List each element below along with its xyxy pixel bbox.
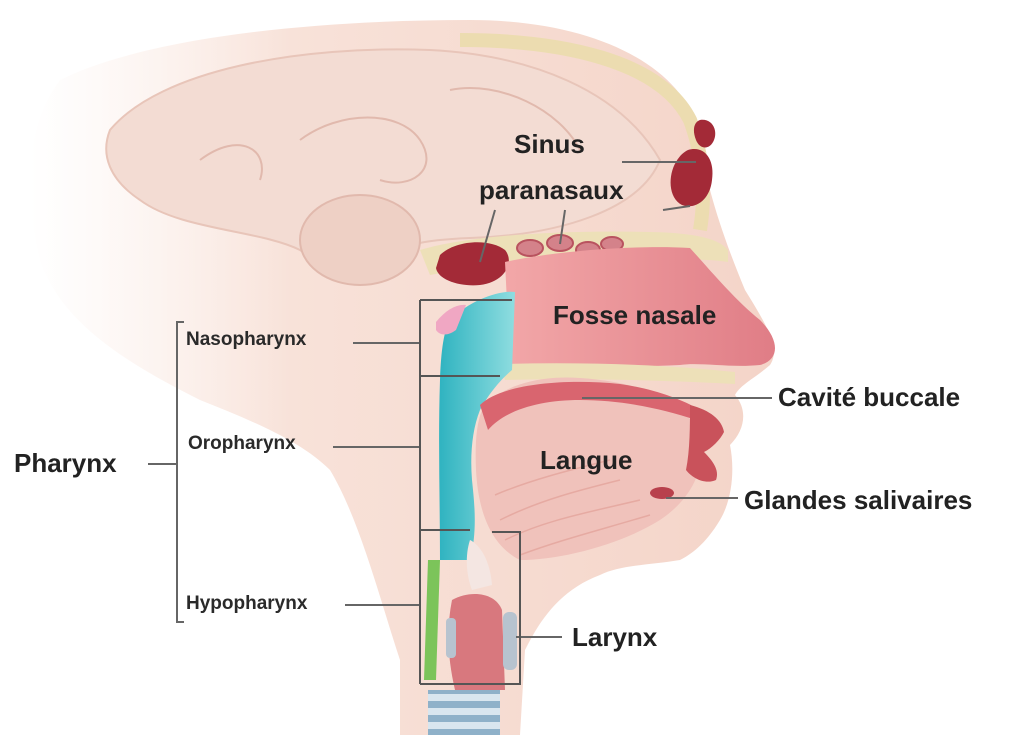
- sinus-label-line1: Sinus: [514, 131, 585, 157]
- fosse-nasale-label: Fosse nasale: [553, 302, 716, 328]
- nasopharynx-label: Nasopharynx: [186, 330, 306, 349]
- thyroid-cartilage: [503, 612, 517, 670]
- larynx-cartilage: [448, 594, 505, 690]
- glandes-salivaires-label: Glandes salivaires: [744, 487, 972, 513]
- langue-label: Langue: [540, 447, 632, 473]
- cavite-buccale-label: Cavité buccale: [778, 384, 960, 410]
- brain-stem: [300, 195, 420, 285]
- oropharynx-label: Oropharynx: [188, 434, 296, 453]
- trachea: [428, 690, 500, 735]
- pharynx-label: Pharynx: [14, 450, 117, 476]
- hypopharynx-label: Hypopharynx: [186, 594, 307, 613]
- sinus-label-line2: paranasaux: [479, 177, 624, 203]
- arytenoid: [446, 618, 456, 658]
- larynx-label: Larynx: [572, 624, 657, 650]
